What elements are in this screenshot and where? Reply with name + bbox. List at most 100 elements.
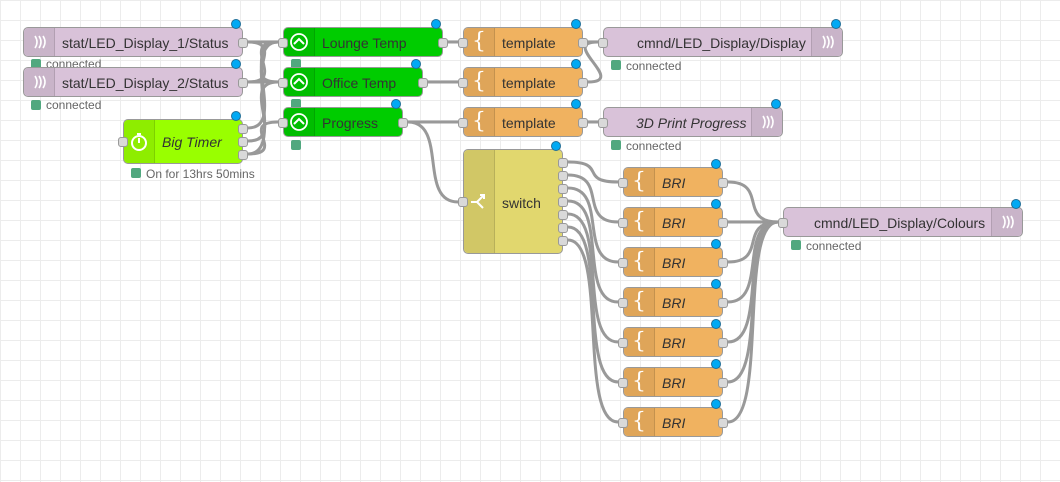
input-port[interactable]	[458, 197, 468, 207]
change-node-lounge-temp[interactable]: Lounge Temp	[278, 19, 448, 57]
mqtt-out-node-display[interactable]: cmnd/LED_Display/Display	[598, 19, 843, 57]
node-label: BRI	[662, 375, 686, 391]
output-port[interactable]	[718, 258, 728, 268]
output-port-3[interactable]	[238, 150, 248, 160]
output-port[interactable]	[418, 78, 428, 88]
output-port[interactable]	[438, 38, 448, 48]
changed-indicator	[571, 99, 581, 109]
bri-template-node[interactable]: { BRI	[618, 399, 728, 437]
template-brace-icon: {	[624, 328, 655, 356]
template-brace-icon: {	[624, 288, 655, 316]
input-port[interactable]	[618, 338, 628, 348]
output-port-1[interactable]	[558, 158, 568, 168]
output-port[interactable]	[578, 118, 588, 128]
output-port[interactable]	[578, 38, 588, 48]
changed-indicator	[711, 279, 721, 289]
output-port-7[interactable]	[558, 236, 568, 246]
input-port[interactable]	[598, 118, 608, 128]
template-brace-icon: {	[624, 248, 655, 276]
input-port[interactable]	[618, 218, 628, 228]
node-label: BRI	[662, 415, 686, 431]
mqtt-out-node-colours[interactable]: cmnd/LED_Display/Colours	[778, 199, 1023, 237]
status-indicator	[31, 59, 41, 69]
template-node-1[interactable]: { template	[458, 19, 588, 57]
bri-template-node[interactable]: { BRI	[618, 199, 728, 237]
changed-indicator	[711, 159, 721, 169]
change-node-progress[interactable]: Progress	[278, 99, 408, 137]
node-status: connected	[626, 139, 682, 153]
output-port[interactable]	[238, 38, 248, 48]
change-icon	[284, 28, 315, 56]
output-port-4[interactable]	[558, 197, 568, 207]
changed-indicator	[411, 59, 421, 69]
changed-indicator	[391, 99, 401, 109]
input-port[interactable]	[618, 418, 628, 428]
input-port[interactable]	[118, 137, 128, 147]
output-port-3[interactable]	[558, 184, 568, 194]
input-port[interactable]	[618, 298, 628, 308]
input-port[interactable]	[618, 178, 628, 188]
node-label: BRI	[662, 215, 686, 231]
output-port[interactable]	[718, 418, 728, 428]
changed-indicator	[431, 19, 441, 29]
wire	[567, 225, 619, 384]
change-node-office-temp[interactable]: Office Temp	[278, 59, 428, 97]
output-port-2[interactable]	[238, 137, 248, 147]
bri-template-node[interactable]: { BRI	[618, 279, 728, 317]
template-brace-icon: {	[464, 28, 495, 56]
changed-indicator	[571, 59, 581, 69]
status-indicator	[291, 140, 301, 150]
node-status: connected	[46, 98, 102, 112]
bri-template-node[interactable]: { BRI	[618, 359, 728, 397]
mqtt-out-node-3d-print-progress[interactable]: 3D Print Progress	[598, 99, 783, 137]
status-indicator	[31, 100, 41, 110]
input-port[interactable]	[278, 38, 288, 48]
wire	[567, 199, 619, 304]
output-port[interactable]	[238, 78, 248, 88]
input-port[interactable]	[278, 118, 288, 128]
switch-node[interactable]: switch	[458, 141, 568, 254]
output-port[interactable]	[718, 298, 728, 308]
input-port[interactable]	[598, 38, 608, 48]
changed-indicator	[231, 59, 241, 69]
big-timer-node[interactable]: Big Timer	[118, 111, 248, 164]
output-port[interactable]	[718, 218, 728, 228]
output-port-1[interactable]	[238, 124, 248, 134]
output-port[interactable]	[398, 118, 408, 128]
output-port[interactable]	[718, 178, 728, 188]
mqtt-in-node-led-display-2[interactable]: stat/LED_Display_2/Status	[23, 59, 248, 97]
input-port[interactable]	[778, 218, 788, 228]
wire	[727, 220, 779, 424]
wire	[727, 180, 779, 224]
output-port[interactable]	[718, 338, 728, 348]
bri-template-node[interactable]: { BRI	[618, 159, 728, 197]
node-label: template	[502, 115, 556, 131]
wire	[567, 186, 619, 264]
input-port[interactable]	[278, 78, 288, 88]
output-port-2[interactable]	[558, 171, 568, 181]
output-port-5[interactable]	[558, 210, 568, 220]
changed-indicator	[551, 141, 561, 151]
node-label: stat/LED_Display_1/Status	[62, 35, 229, 51]
input-port[interactable]	[458, 118, 468, 128]
changed-indicator	[1011, 199, 1021, 209]
output-port-6[interactable]	[558, 223, 568, 233]
bri-template-node[interactable]: { BRI	[618, 239, 728, 277]
output-port[interactable]	[578, 78, 588, 88]
node-status: connected	[626, 59, 682, 73]
status-indicator	[611, 60, 621, 70]
input-port[interactable]	[458, 78, 468, 88]
input-port[interactable]	[618, 258, 628, 268]
template-node-3[interactable]: { template	[458, 99, 588, 137]
template-brace-icon: {	[624, 208, 655, 236]
node-label: BRI	[662, 175, 686, 191]
mqtt-in-node-led-display-1[interactable]: stat/LED_Display_1/Status	[23, 19, 248, 57]
wire	[567, 238, 619, 424]
node-label: Progress	[322, 115, 379, 131]
input-port[interactable]	[458, 38, 468, 48]
output-port[interactable]	[718, 378, 728, 388]
template-node-2[interactable]: { template	[458, 59, 588, 97]
bri-template-node[interactable]: { BRI	[618, 319, 728, 357]
input-port[interactable]	[618, 378, 628, 388]
